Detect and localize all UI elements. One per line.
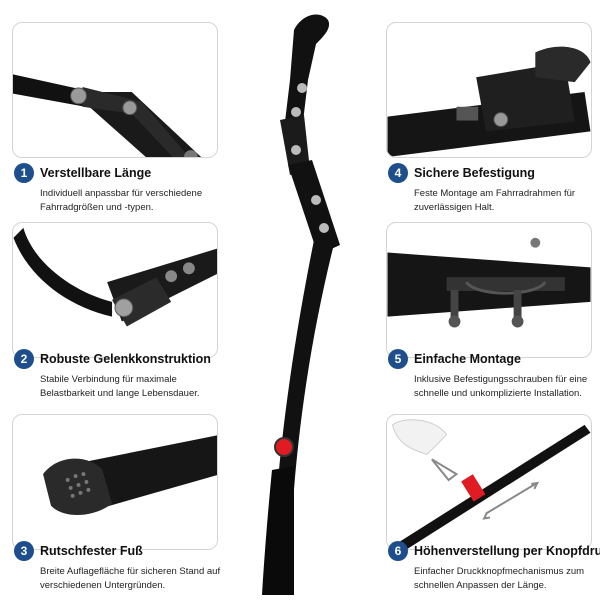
feature-5-number-badge: 5	[388, 349, 408, 369]
feature-5-title: Einfache Montage	[414, 352, 521, 366]
feature-5: 5 Einfache Montage Inklusive Befestigung…	[388, 348, 598, 401]
feature-6: 6 Höhenverstellung per Knopfdruck Einfac…	[388, 540, 600, 593]
photo-frame-mount	[386, 22, 592, 158]
photo-joint	[12, 222, 218, 358]
photo-adjustable-length	[12, 22, 218, 158]
feature-3-number-badge: 3	[14, 541, 34, 561]
photo-rubber-foot	[12, 414, 218, 550]
feature-1-number-badge: 1	[14, 163, 34, 183]
feature-4-number-badge: 4	[388, 163, 408, 183]
feature-1: 1 Verstellbare Länge Individuell anpassb…	[14, 162, 224, 215]
feature-3-title: Rutschfester Fuß	[40, 544, 143, 558]
feature-3-description: Breite Auflagefläche für sicheren Stand …	[40, 566, 221, 591]
feature-1-title: Verstellbare Länge	[40, 166, 152, 180]
feature-4-title: Sichere Befestigung	[414, 166, 535, 180]
feature-3: 3 Rutschfester Fuß Breite Auflagefläche …	[14, 540, 224, 593]
kickstand-product-image	[232, 0, 368, 600]
feature-6-number-badge: 6	[388, 541, 408, 561]
push-button-marker	[274, 437, 294, 457]
feature-6-title: Höhenverstellung per Knopfdruck	[414, 544, 600, 558]
feature-1-description: Individuell anpassbar für verschiedene F…	[40, 188, 203, 213]
photo-mounting-screws	[386, 222, 592, 358]
feature-2-number-badge: 2	[14, 349, 34, 369]
feature-2-description: Stabile Verbindung für maximale Belastba…	[40, 374, 200, 399]
feature-2: 2 Robuste Gelenkkonstruktion Stabile Ver…	[14, 348, 224, 401]
feature-4-description: Feste Montage am Fahrradrahmen für zuver…	[414, 188, 576, 213]
feature-2-title: Robuste Gelenkkonstruktion	[40, 352, 211, 366]
feature-6-description: Einfacher Druckknopfmechanismus zum schn…	[414, 566, 585, 591]
feature-5-description: Inklusive Befestigungsschrauben für eine…	[414, 374, 588, 399]
feature-4: 4 Sichere Befestigung Feste Montage am F…	[388, 162, 598, 215]
photo-push-button	[386, 414, 592, 550]
